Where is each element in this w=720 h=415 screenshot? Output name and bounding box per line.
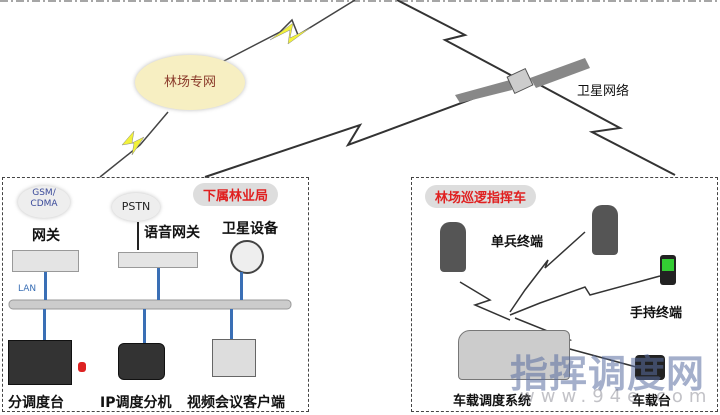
soldier-icon [440,222,466,272]
satellite-dish-icon [230,240,264,274]
gsm-cdma-cloud: GSM/ CDMA [18,186,70,218]
lan-drop [157,268,160,300]
link-soldier2 [509,231,586,313]
link-handheld [509,275,661,316]
link-soldier1 [459,281,511,321]
satellite-device-label: 卫星设备 [222,221,278,237]
vehicle-radio-icon [635,355,665,380]
pstn-cloud: PSTN [112,193,160,221]
satellite-icon [455,58,590,103]
soldier-icon [592,205,618,255]
link-cloud-leftbox [99,111,169,178]
link-sat-left [204,84,511,178]
link-sat-right [539,84,676,176]
soldier-terminal-label: 单兵终端 [491,235,544,250]
cdma-label: CDMA [30,199,58,209]
lightning-icon [121,130,145,156]
device-label-ip-phone: IP调度分机 [100,395,172,411]
link-sat-top [396,0,521,81]
command-vehicle-icon [458,330,570,380]
left-panel-title: 下属林业局 [193,183,279,206]
right-panel [411,177,718,412]
lan-drop [240,272,243,300]
lan-drop [143,309,146,349]
voice-gateway-device [118,252,198,268]
lan-drop [44,272,47,300]
right-panel-title: 林场巡逻指挥车 [425,185,537,208]
handheld-icon [660,255,676,285]
device-label-video: 视频会议客户端 [187,395,285,411]
forest-network-cloud: 林场专网 [135,55,245,110]
pstn-label: PSTN [121,200,151,213]
ip-phone-icon [118,343,165,380]
pstn-link [137,222,139,250]
vehicle-radio-label: 车载台 [632,394,672,409]
lan-drop [230,309,233,339]
gateway-device [12,250,79,272]
laptop-icon [212,339,256,377]
lan-label: LAN [18,284,37,294]
device-label-dispatch: 分调度台 [8,395,64,411]
lightning-icon [269,22,311,45]
alarm-light-icon [78,362,86,372]
lan-bus [8,299,292,310]
voice-gateway-label: 语音网关 [144,225,200,241]
watermark-title: 指挥调度网 [510,352,706,396]
left-panel [2,177,309,412]
link-cloud-top [221,0,356,63]
dispatch-console-icon [8,340,72,385]
watermark-url: www.94e.com [520,386,713,407]
forest-network-label: 林场专网 [163,75,216,90]
gsm-label: GSM/ [32,188,56,198]
vehicle-system-label: 车载调度系统 [453,394,532,409]
satellite-network-label: 卫星网络 [577,84,630,99]
gateway-label: 网关 [32,228,60,244]
lan-drop [43,309,46,341]
handheld-label: 手持终端 [630,306,683,321]
